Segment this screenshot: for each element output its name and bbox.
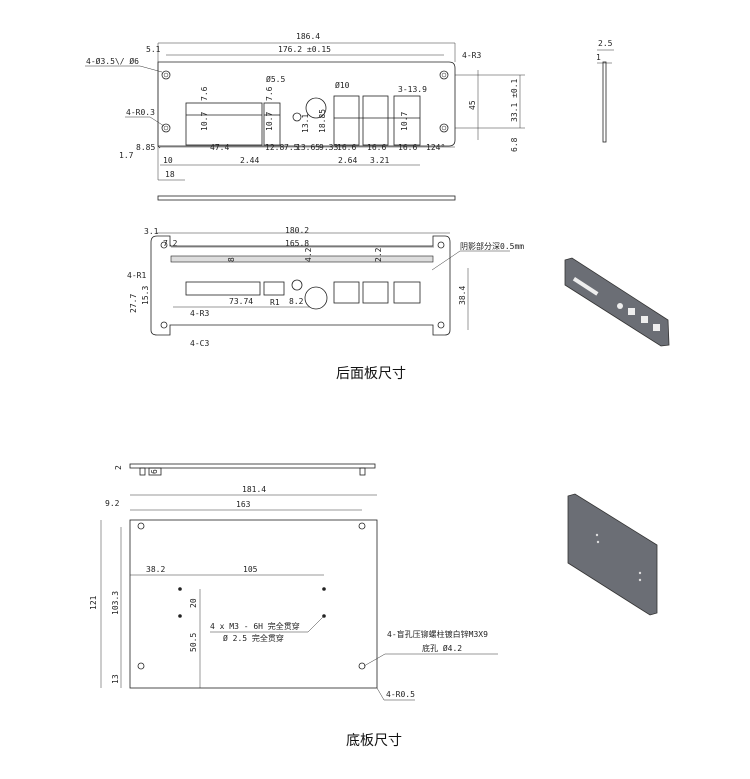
dim-port-spec: 3-13.9 [398, 85, 427, 94]
dim: 27.7 [129, 294, 138, 313]
hole-large [305, 97, 327, 119]
mount-hole [439, 70, 449, 80]
dim-overall-width: 186.4 [296, 32, 320, 41]
note-thread-drill: Ø 2.5 完全贯穿 [223, 633, 284, 643]
dim: 2.5 [598, 39, 613, 48]
shaded-recess [170, 255, 434, 263]
dim: 13.65 [296, 143, 320, 152]
dim: 2 [114, 465, 123, 470]
dim: 33.1 ±0.1 [510, 78, 519, 122]
rear-panel-front-view: 186.4 176.2 ±0.15 5.1 4-Ø3.5\/ Ø6 4-R3 4… [85, 32, 525, 201]
cutout-port [333, 95, 360, 146]
dim: 7.5 [284, 143, 299, 152]
cutout-port [393, 95, 421, 146]
dim-plate-width: 181.4 [242, 485, 266, 494]
dim: 121 [89, 595, 98, 610]
dim: 8.85 [136, 143, 155, 152]
dim: 7.6 [200, 86, 209, 101]
dim: 8 [227, 257, 236, 262]
dim-angle: 124° [426, 143, 445, 152]
cutout-slot [185, 102, 263, 146]
dim: 12.8 [265, 143, 284, 152]
dim: 16.6 [337, 143, 356, 152]
dim-hole-small: Ø5.5 [266, 74, 285, 84]
dim: 7.6 [265, 86, 274, 101]
note-shaded-depth: 阴影部分深0.5mm [460, 241, 524, 251]
dim: 16.6 [367, 143, 386, 152]
hole-small [292, 112, 302, 122]
dim: 15.3 [141, 286, 150, 305]
dim: 18 [165, 170, 175, 179]
bottom-plate-top-view: 181.4 9.2 163 38.2 105 20 50.5 121 103.3… [89, 485, 498, 701]
mount-hole [439, 123, 449, 133]
dim: 6 [150, 469, 159, 474]
cutout-usb [263, 102, 281, 146]
dim-overall-width: 180.2 [285, 226, 309, 235]
note: 4-R3 [190, 309, 209, 318]
dim-hole-pitch: 176.2 ±0.15 [278, 45, 331, 54]
note-rivet-hole: 底孔 Ø4.2 [422, 643, 462, 653]
dim: 38.2 [146, 565, 165, 574]
dim: 2.44 [240, 156, 259, 165]
note-countersink: 4-Ø3.5\/ Ø6 [86, 56, 139, 66]
dim-hole-large: Ø10 [335, 80, 350, 90]
note: 4-R1 [127, 271, 146, 280]
note-corner-radius: 4-R0.5 [386, 690, 415, 699]
dim: 9.33 [319, 143, 338, 152]
dim: 20 [189, 598, 198, 608]
dim: 8.2 [289, 297, 304, 306]
dim-inner-width: 165.8 [285, 239, 309, 248]
dim: 103.3 [111, 591, 120, 615]
note-inner-radius: 4-R0.3 [126, 108, 155, 117]
dim: 45 [468, 100, 477, 110]
dim: 10.7 [200, 112, 209, 131]
rear-panel-top-view: 180.2 165.8 3.1 7.2 8 4.2 2.2 73.74 R1 8… [127, 226, 524, 348]
dim: 7.2 [163, 239, 178, 248]
dim: 3.1 [144, 227, 159, 236]
dim: R1 [270, 298, 280, 307]
mount-hole [161, 70, 171, 80]
dim: 16.6 [398, 143, 417, 152]
dim: 163 [236, 500, 251, 509]
bottom-plate-side-view: 2 6 [114, 463, 376, 476]
dim: 9.2 [105, 499, 120, 508]
rear-panel-side-view: 2.5 1 [596, 39, 614, 143]
note-thread: 4 x M3 - 6H 完全贯穿 [210, 621, 300, 631]
caption-rear-panel: 后面板尺寸 [336, 366, 406, 382]
dim: 1 [596, 53, 601, 62]
dim: 38.4 [458, 286, 467, 305]
dim: 18.85 [318, 109, 327, 133]
cutout-port [362, 95, 389, 146]
section-view [157, 195, 456, 201]
dim: 13.1 [301, 114, 310, 133]
note-corner-radius: 4-R3 [462, 51, 481, 60]
dim: 2.64 [338, 156, 357, 165]
dim: 2.2 [374, 247, 383, 262]
dim: 4.2 [304, 247, 313, 262]
dim: 47.4 [210, 143, 229, 152]
dim: 105 [243, 565, 258, 574]
dim: 6.8 [510, 137, 519, 152]
caption-bottom-plate: 底板尺寸 [346, 733, 402, 749]
dim: 3.21 [370, 156, 389, 165]
dim: 10.7 [400, 112, 409, 131]
dim: 1.7 [119, 151, 134, 160]
dim: 50.5 [189, 633, 198, 652]
note: 4-C3 [190, 339, 209, 348]
note-rivet: 4-盲孔压铆螺柱镀白锌M3X9 [387, 629, 488, 639]
dim: 10.7 [265, 112, 274, 131]
dim-edge-offset: 5.1 [146, 45, 161, 54]
dim: 13 [111, 674, 120, 684]
dim: 10 [163, 156, 173, 165]
rear-panel-3d-view [564, 257, 670, 347]
mount-hole [161, 123, 171, 133]
bottom-plate-3d-view [567, 493, 658, 616]
dim: 73.74 [229, 297, 253, 306]
